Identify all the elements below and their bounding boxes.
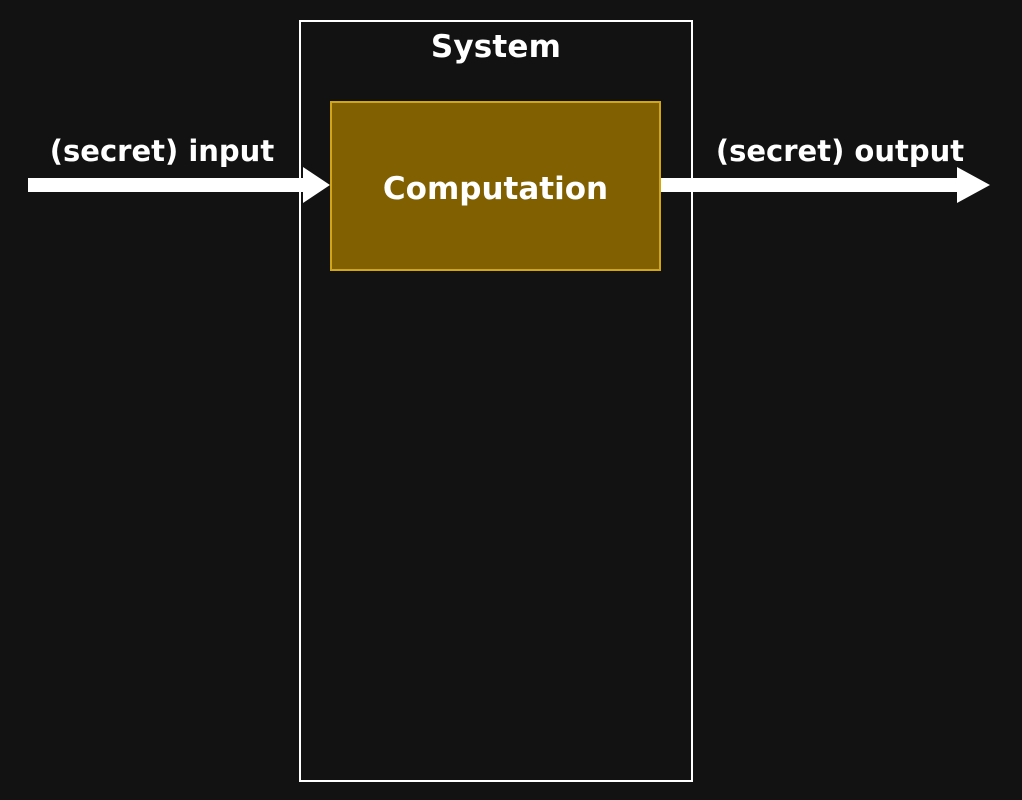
output-flow-label: (secret) output	[715, 134, 965, 168]
computation-block	[330, 101, 661, 271]
output-arrow-icon	[661, 167, 990, 203]
system-boundary-box	[299, 20, 693, 782]
input-arrow-icon	[28, 167, 330, 203]
input-flow-label: (secret) input	[49, 134, 275, 168]
system-title-label: System	[430, 29, 562, 65]
computation-block-label: Computation	[382, 171, 609, 207]
